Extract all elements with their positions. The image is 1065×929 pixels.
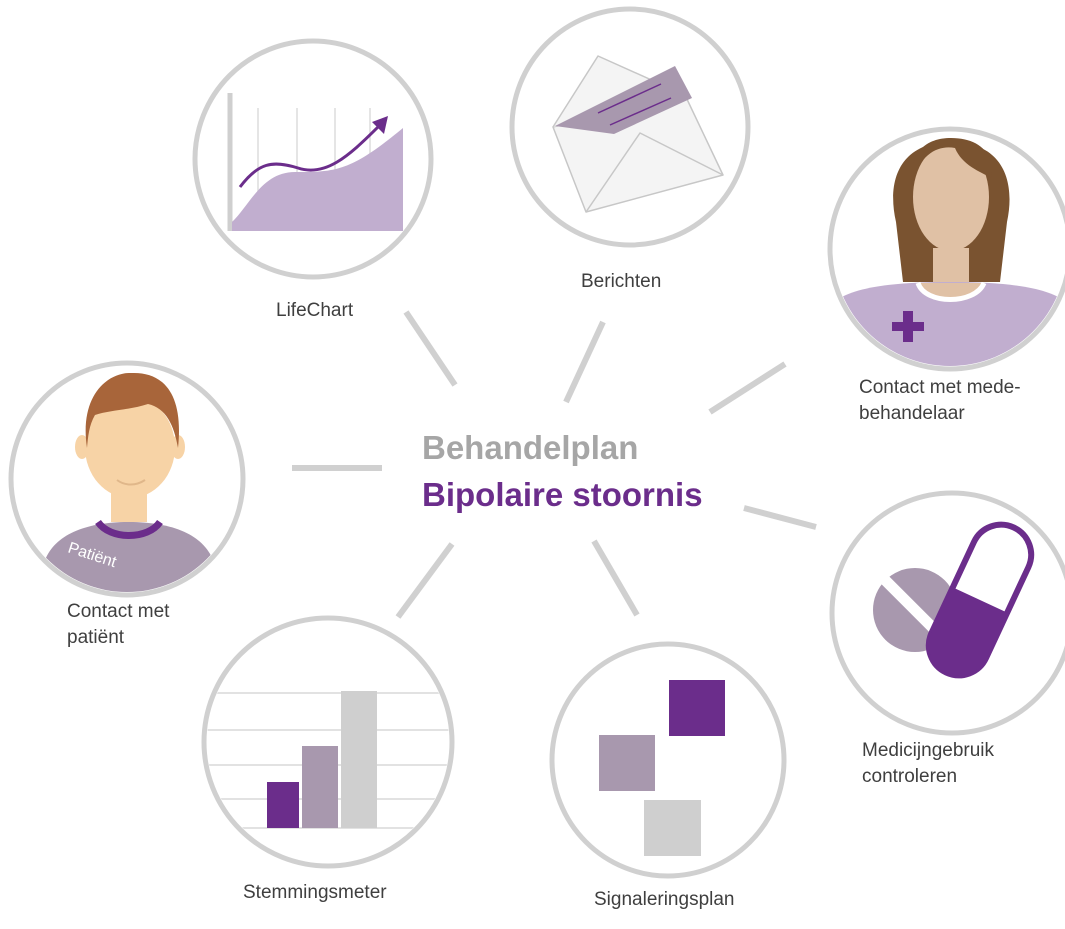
patient-label-line1: Contact met [67, 601, 170, 622]
stemmingsmeter-label[interactable]: Stemmingsmeter [243, 882, 387, 903]
lifechart-label[interactable]: LifeChart [276, 300, 354, 321]
patient-node[interactable] [8, 360, 246, 610]
medebehandelaar-node[interactable] [820, 126, 1065, 380]
berichten-label[interactable]: Berichten [581, 271, 662, 292]
center-title: Behandelplan [422, 429, 639, 466]
medicijn-label-line1: Medicijngebruik [862, 740, 995, 761]
berichten-node[interactable] [509, 6, 751, 248]
line-chart-icon [227, 93, 403, 231]
connector-medicijn [743, 505, 817, 530]
medebehandelaar-label[interactable]: Contact met mede- behandelaar [859, 375, 1021, 427]
medebehandelaar-label-line2: behandelaar [859, 403, 965, 424]
envelope-icon [552, 55, 724, 213]
signaleringsplan-node[interactable] [549, 641, 787, 879]
connector-lines [292, 310, 817, 619]
stemmingsmeter-node[interactable] [200, 615, 460, 869]
medebehandelaar-label-line1: Contact met mede- [859, 377, 1021, 398]
medicijn-label-line2: controleren [862, 766, 958, 787]
medicijn-label[interactable]: Medicijngebruik controleren [862, 738, 994, 790]
connector-medebehandelaar [708, 361, 787, 415]
connector-berichten [563, 320, 606, 404]
connector-signaleringsplan [591, 539, 640, 617]
connector-lifechart [403, 310, 458, 387]
patient-label[interactable]: Contact met patiënt [67, 599, 169, 651]
center-subtitle: Bipolaire stoornis [422, 476, 703, 513]
squares-icon [599, 680, 725, 856]
medicijn-node[interactable] [829, 490, 1065, 736]
signaleringsplan-label[interactable]: Signaleringsplan [594, 889, 735, 910]
pill-capsule-icon [873, 521, 1035, 679]
connector-stemmingsmeter [395, 542, 455, 619]
patient-label-line2: patiënt [67, 627, 125, 648]
lifechart-node[interactable] [192, 38, 434, 280]
